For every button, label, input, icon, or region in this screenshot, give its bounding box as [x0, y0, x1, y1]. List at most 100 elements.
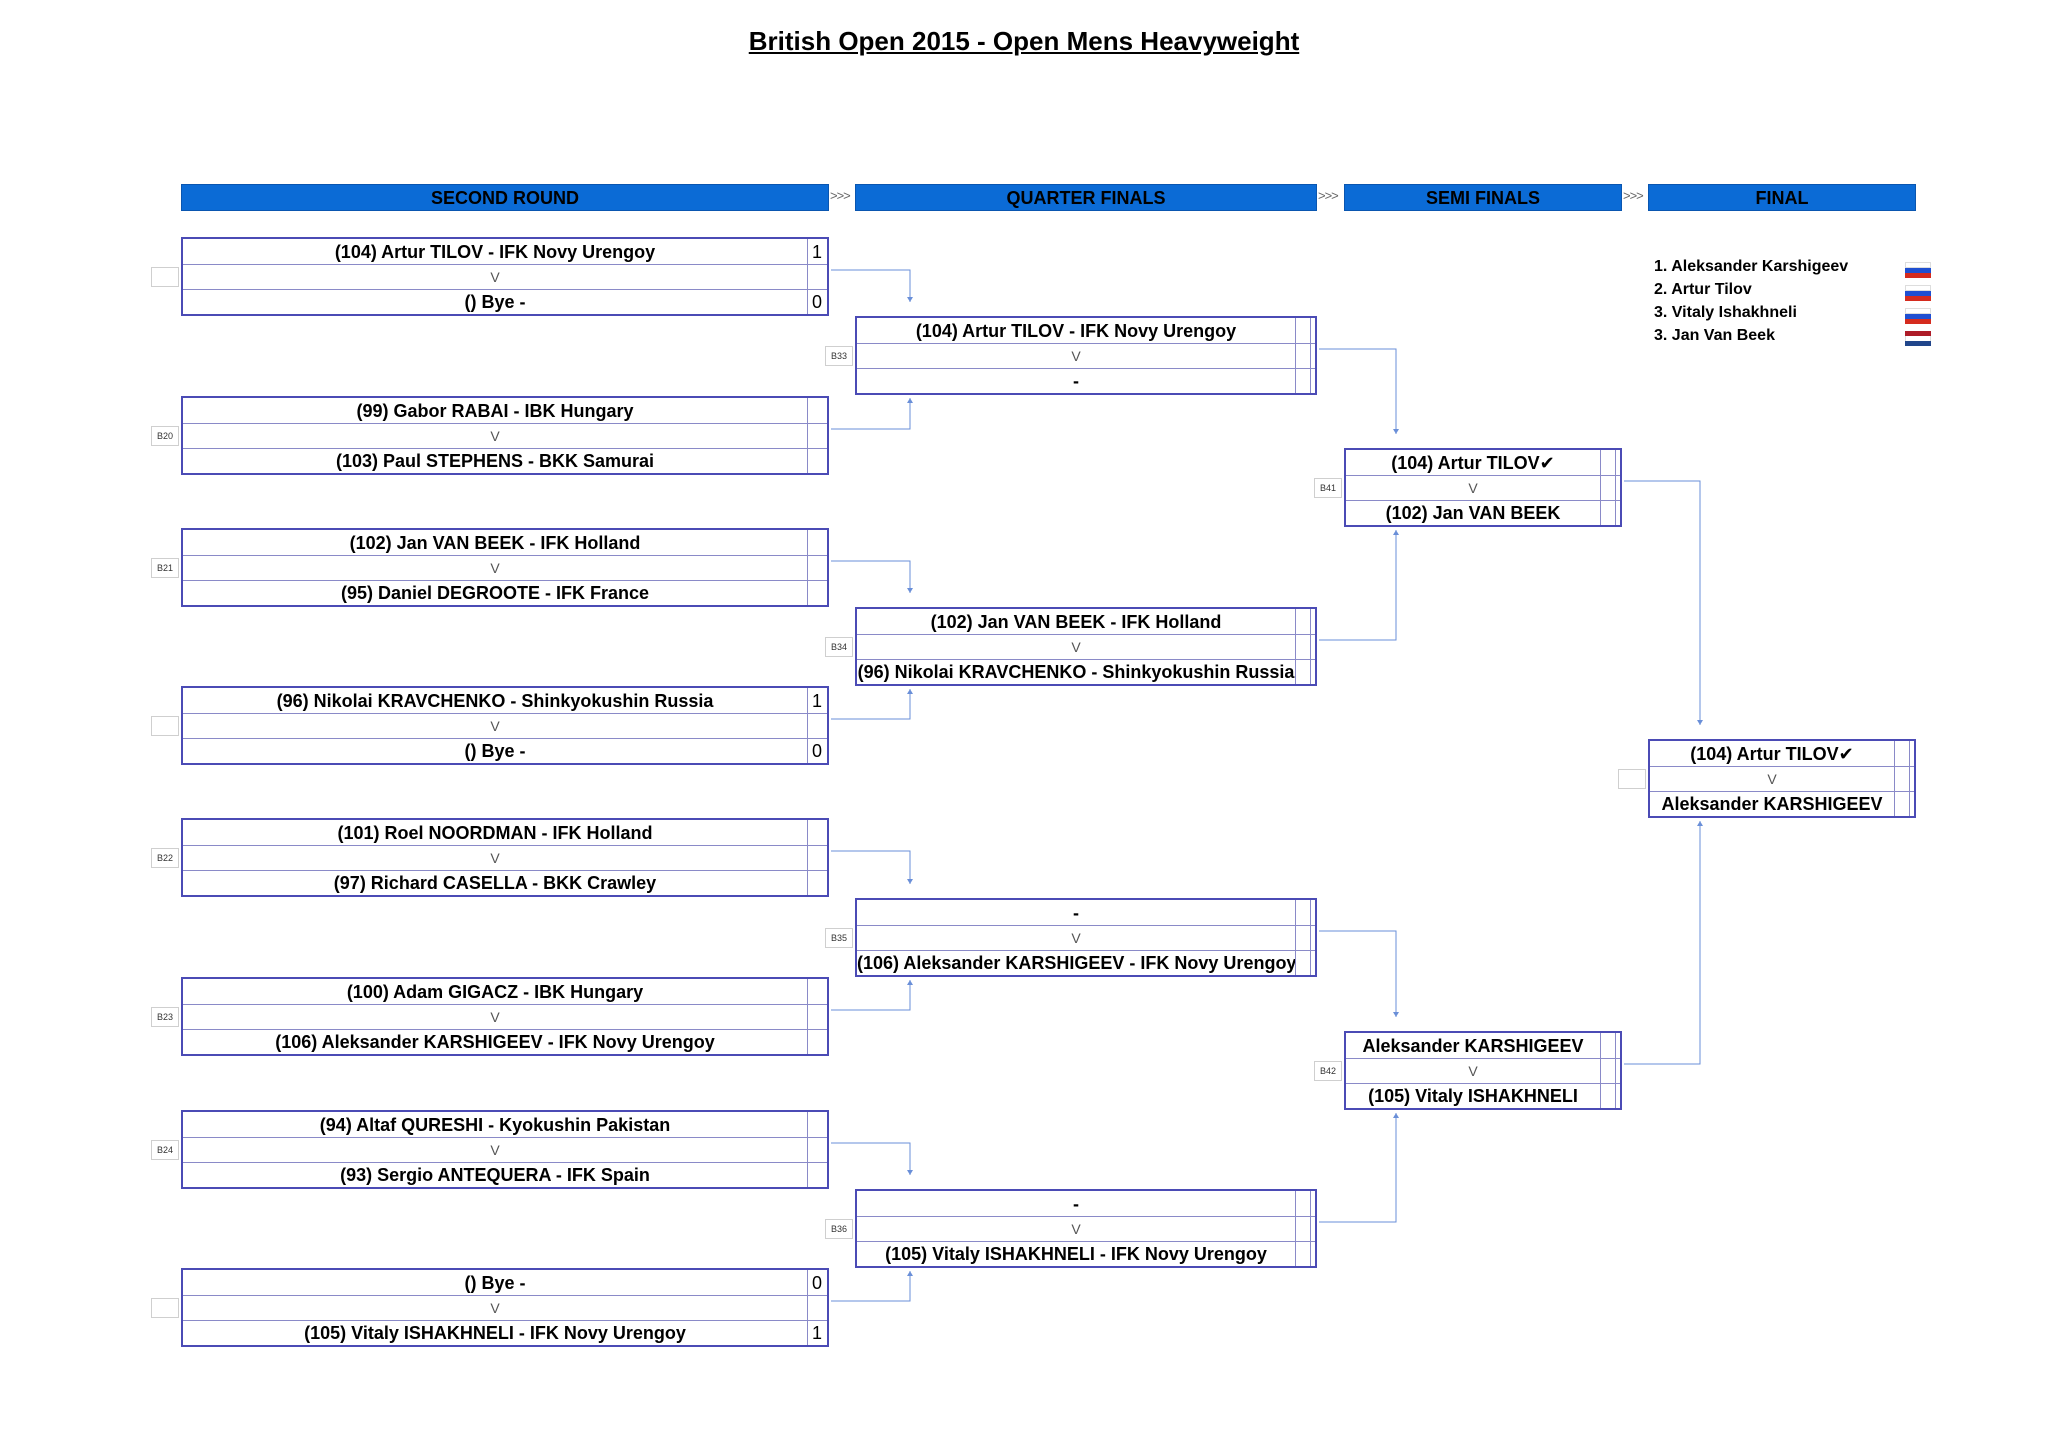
versus-label: V [1071, 348, 1081, 364]
connector-arrow [907, 689, 913, 694]
bout-number: B33 [825, 346, 853, 366]
competitor-top: (94) Altaf QURESHI - Kyokushin Pakistan [319, 1115, 671, 1135]
competitor-bottom: (96) Nikolai KRAVCHENKO - Shinkyokushin … [857, 662, 1295, 682]
score-divider [807, 820, 808, 895]
score-value: 0 [811, 1273, 822, 1293]
bout-number: B20 [151, 426, 179, 446]
competitor-top: (104) Artur TILOV - IFK Novy Urengoy [915, 321, 1237, 341]
row-divider [183, 713, 827, 714]
connector-arrow [907, 297, 913, 302]
match-box: () Bye -V(105) Vitaly ISHAKHNELI - IFK N… [181, 1268, 829, 1347]
score-divider [807, 688, 808, 763]
score-divider [1295, 900, 1296, 975]
connector-arrow [1393, 530, 1399, 535]
row-divider [183, 870, 827, 871]
score-value [808, 870, 826, 896]
round-separator: >>> [1318, 188, 1339, 203]
page-title: British Open 2015 - Open Mens Heavyweigh… [748, 26, 1300, 56]
round-header-semi: SEMI FINALS [1344, 184, 1622, 211]
score-value: 0 [811, 292, 822, 312]
versus-label: V [1071, 930, 1081, 946]
competitor-bottom: - [1073, 371, 1079, 391]
competitor-top: (104) Artur TILOV✔ [1690, 744, 1854, 764]
versus-label: V [1468, 480, 1478, 496]
row-divider [857, 950, 1315, 951]
competitor-top: (102) Jan VAN BEEK - IFK Holland [349, 533, 641, 553]
score-divider [807, 398, 808, 473]
connector-arrow [1393, 429, 1399, 434]
versus-label: V [490, 850, 500, 866]
connector-line [831, 850, 911, 884]
competitor-top: (96) Nikolai KRAVCHENKO - Shinkyokushin … [276, 691, 714, 711]
connector-line [831, 269, 911, 302]
bout-number: B21 [151, 558, 179, 578]
competitor-bottom: (105) Vitaly ISHAKHNELI - IFK Novy Ureng… [885, 1244, 1267, 1264]
versus-label: V [490, 560, 500, 576]
score-divider [1310, 318, 1311, 393]
score-value [808, 1112, 826, 1138]
connector-arrow [1393, 1113, 1399, 1118]
versus-label: V [490, 718, 500, 734]
connector-arrow [907, 980, 913, 985]
row-divider [183, 1004, 827, 1005]
score-divider [1615, 450, 1616, 525]
russia-flag-icon [1905, 262, 1931, 278]
score-divider [807, 1112, 808, 1187]
row-divider [183, 423, 827, 424]
russia-flag-icon [1905, 285, 1931, 301]
connector-line [1319, 530, 1397, 641]
connector-line [831, 689, 911, 720]
connector-line [1624, 480, 1701, 725]
connector-arrow [907, 1170, 913, 1175]
netherlands-flag-icon [1905, 331, 1931, 346]
score-divider [1600, 450, 1601, 525]
connector-line [1319, 930, 1397, 1017]
connector-arrow [907, 398, 913, 403]
score-value [808, 979, 826, 1005]
score-divider [807, 530, 808, 605]
connector-arrow [907, 588, 913, 593]
match-box: (104) Artur TILOV✔V(102) Jan VAN BEEK [1344, 448, 1622, 527]
competitor-bottom: () Bye - [464, 292, 526, 312]
row-divider [183, 1295, 827, 1296]
bout-number [151, 1298, 179, 1318]
row-divider [1650, 766, 1914, 767]
versus-label: V [490, 1009, 500, 1025]
competitor-top: (102) Jan VAN BEEK - IFK Holland [930, 612, 1222, 632]
competitor-bottom: (106) Aleksander KARSHIGEEV - IFK Novy U… [275, 1032, 715, 1052]
row-divider [1346, 500, 1620, 501]
connector-arrow [907, 1271, 913, 1276]
score-value [808, 398, 826, 424]
result-second: 2. Artur Tilov [1654, 281, 1752, 298]
bout-number: B22 [151, 848, 179, 868]
score-value [808, 448, 826, 474]
competitor-bottom: (105) Vitaly ISHAKHNELI [1368, 1086, 1578, 1106]
row-divider [183, 1320, 827, 1321]
score-value: 1 [811, 242, 822, 262]
score-value: 1 [811, 1323, 822, 1343]
round-separator: >>> [1623, 188, 1644, 203]
row-divider [183, 1029, 827, 1030]
score-divider [1909, 741, 1910, 816]
score-divider [1615, 1033, 1616, 1108]
score-divider [1295, 609, 1296, 684]
score-value: 0 [811, 741, 822, 761]
russia-flag-icon [1905, 308, 1931, 324]
competitor-bottom: (95) Daniel DEGROOTE - IFK France [340, 583, 650, 603]
competitor-bottom: (97) Richard CASELLA - BKK Crawley [333, 873, 657, 893]
bout-number: B41 [1314, 478, 1342, 498]
versus-label: V [490, 428, 500, 444]
competitor-top: (99) Gabor RABAI - IBK Hungary [356, 401, 634, 421]
bout-number [151, 267, 179, 287]
row-divider [857, 343, 1315, 344]
bout-number [1618, 769, 1646, 789]
competitor-bottom: (93) Sergio ANTEQUERA - IFK Spain [340, 1165, 650, 1185]
connector-arrow [907, 879, 913, 884]
bout-number: B35 [825, 928, 853, 948]
match-box: -V(106) Aleksander KARSHIGEEV - IFK Novy… [855, 898, 1317, 977]
row-divider [857, 1216, 1315, 1217]
